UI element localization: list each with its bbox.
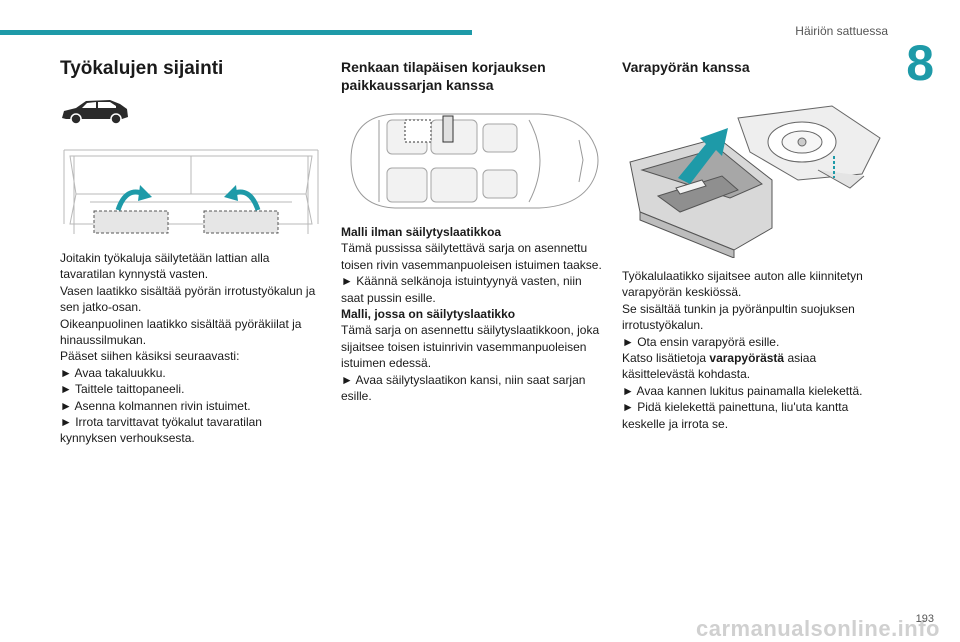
trunk-illustration (60, 144, 322, 244)
text-line: hinaussilmukan. (60, 333, 147, 348)
body-text-repair-kit: Malli ilman säilytyslaatikkoa Tämä pussi… (341, 224, 607, 404)
subheading-no-storage-box: Malli ilman säilytyslaatikkoa (341, 225, 502, 239)
text-line: ► Käännä selkänoja istuintyynyä vasten, … (341, 274, 582, 289)
text-line: Se sisältää tunkin ja pyöränpultin suoju… (622, 301, 855, 316)
text-line: ► Avaa kannen lukitus painamalla kieleke… (622, 383, 863, 398)
text-line: ► Avaa takaluukku. (60, 365, 166, 380)
column-tool-location: Työkalujen sijainti (60, 58, 322, 447)
text-line: ► Ota ensin varapyörä esille. (622, 334, 780, 349)
text-line: ► Asenna kolmannen rivin istuimet. (60, 398, 251, 413)
car-silhouette-icon (62, 100, 128, 125)
text-line: Pääset siihen käsiksi seuraavasti: (60, 349, 240, 364)
body-text-spare-wheel: Työkalulaatikko sijaitsee auton alle kii… (622, 268, 884, 432)
text-line: toisen rivin vasemmanpuoleisen istuimen … (341, 257, 602, 272)
watermark: carmanualsonline.info (696, 616, 940, 641)
chapter-number: 8 (906, 35, 934, 91)
subheading-with-storage-box: Malli, jossa on säilytyslaatikko (341, 307, 516, 322)
column-spare-wheel: Varapyörän kanssa Työkalulaatikko sijait… (622, 58, 884, 432)
text-line: Tämä sarja on asennettu säilytyslaatikko… (341, 323, 600, 338)
text-line: keskelle ja irrota se. (622, 416, 729, 431)
text-line: ► Avaa säilytyslaatikon kansi, niin saat… (341, 372, 586, 387)
text-line: varapyörän keskiössä. (622, 285, 742, 300)
text-line: saat pussin esille. (341, 290, 436, 305)
page-number: 193 (915, 613, 934, 625)
text-line: kynnyksen verhouksesta. (60, 431, 195, 446)
text-line: Joitakin työkaluja säilytetään lattian a… (60, 251, 270, 265)
heading-spare-wheel: Varapyörän kanssa (622, 59, 750, 75)
text-line: ► Taittele taittopaneeli. (60, 382, 185, 397)
text-line: käsittelevästä kohdasta. (622, 367, 751, 382)
cross-reference-line: Katso lisätietoja varapyörästä asiaa (622, 351, 817, 366)
text-line: irrotustyökalun. (622, 318, 704, 333)
text-line: ► Irrota tarvittavat työkalut tavaratila… (60, 415, 262, 430)
text-line: Oikeanpuolinen laatikko sisältää pyöräki… (60, 316, 302, 331)
text-line: esille. (341, 389, 372, 404)
column-repair-kit: Renkaan tilapäisen korjauksen paikkaussa… (341, 58, 607, 404)
body-text-tool-location: Joitakin työkaluja säilytetään lattian a… (60, 250, 322, 447)
car-top-view-illustration (350, 113, 599, 209)
rotate-arrow-icon (115, 185, 152, 211)
heading-tool-location: Työkalujen sijainti (60, 58, 224, 79)
text-line: Vasen laatikko sisältää pyörän irrotusty… (60, 283, 316, 298)
text-line: tavaratilan kynnystä vasten. (60, 267, 209, 282)
text-line: sen jatko-osan. (60, 300, 142, 315)
text-line: Tämä pussissa säilytettävä sarja on asen… (341, 241, 588, 256)
text-line: ► Pidä kielekettä painettuna, liu'uta ka… (622, 400, 849, 415)
text-line: Työkalulaatikko sijaitsee auton alle kii… (622, 269, 863, 283)
section-title: Häiriön sattuessa (795, 24, 888, 38)
spare-wheel-toolbox-illustration (629, 105, 881, 258)
header-accent-bar (0, 30, 472, 35)
text-line: sijaitsee toisen istuinrivin vasemmanpuo… (341, 339, 587, 354)
heading-repair-kit-line2: paikkaussarjan kanssa (341, 77, 494, 93)
heading-repair-kit-line1: Renkaan tilapäisen korjauksen (341, 59, 546, 75)
rotate-arrow-icon (224, 185, 261, 211)
text-line: istuimen edessä. (341, 356, 432, 371)
cross-reference-link[interactable]: varapyörästä (709, 351, 785, 366)
